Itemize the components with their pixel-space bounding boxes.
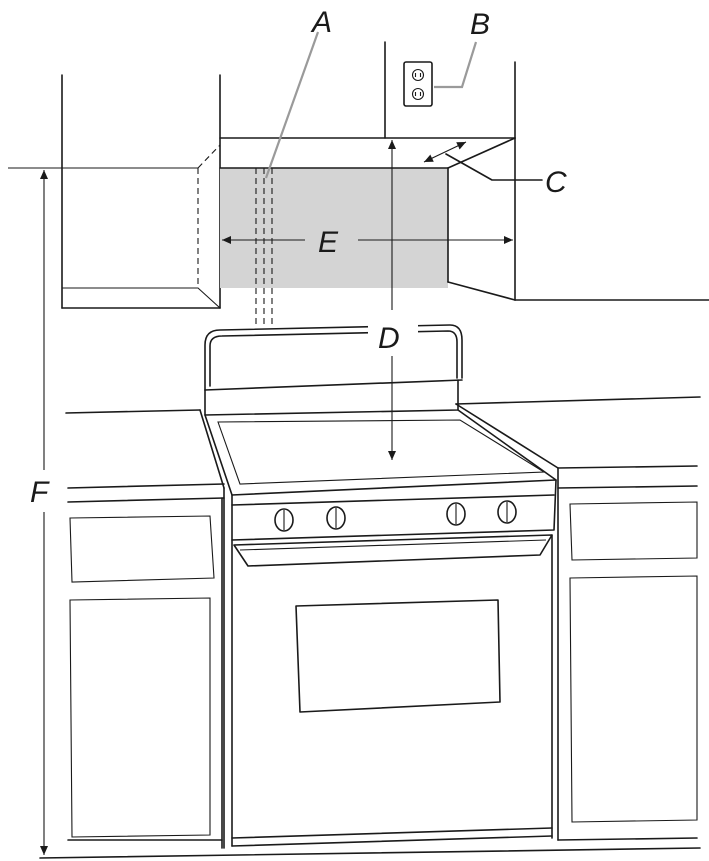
left-base-cabinet: [67, 497, 223, 849]
leader-line-b: [434, 41, 478, 89]
label-e: E: [318, 226, 339, 259]
label-d: D: [378, 322, 400, 355]
duct-path-lines: [255, 168, 273, 328]
leader-line-c: [445, 153, 543, 181]
label-d-backdrop: [368, 318, 418, 356]
control-knobs: [274, 500, 517, 532]
label-c: C: [545, 166, 567, 199]
label-b: B: [470, 8, 490, 41]
range-stove: [39, 324, 701, 859]
label-f: F: [30, 476, 50, 509]
dimension-c-arrow: [423, 141, 467, 163]
label-a: A: [310, 6, 332, 39]
countertops: [65, 396, 701, 503]
right-base-cabinet: [557, 467, 698, 841]
right-upper-cabinet: [219, 41, 709, 301]
label-f-backdrop: [22, 470, 66, 510]
left-upper-cabinet: [61, 74, 221, 309]
leader-line-a: [264, 31, 320, 179]
label-e-backdrop: [308, 222, 356, 258]
electrical-outlet: [403, 61, 433, 107]
